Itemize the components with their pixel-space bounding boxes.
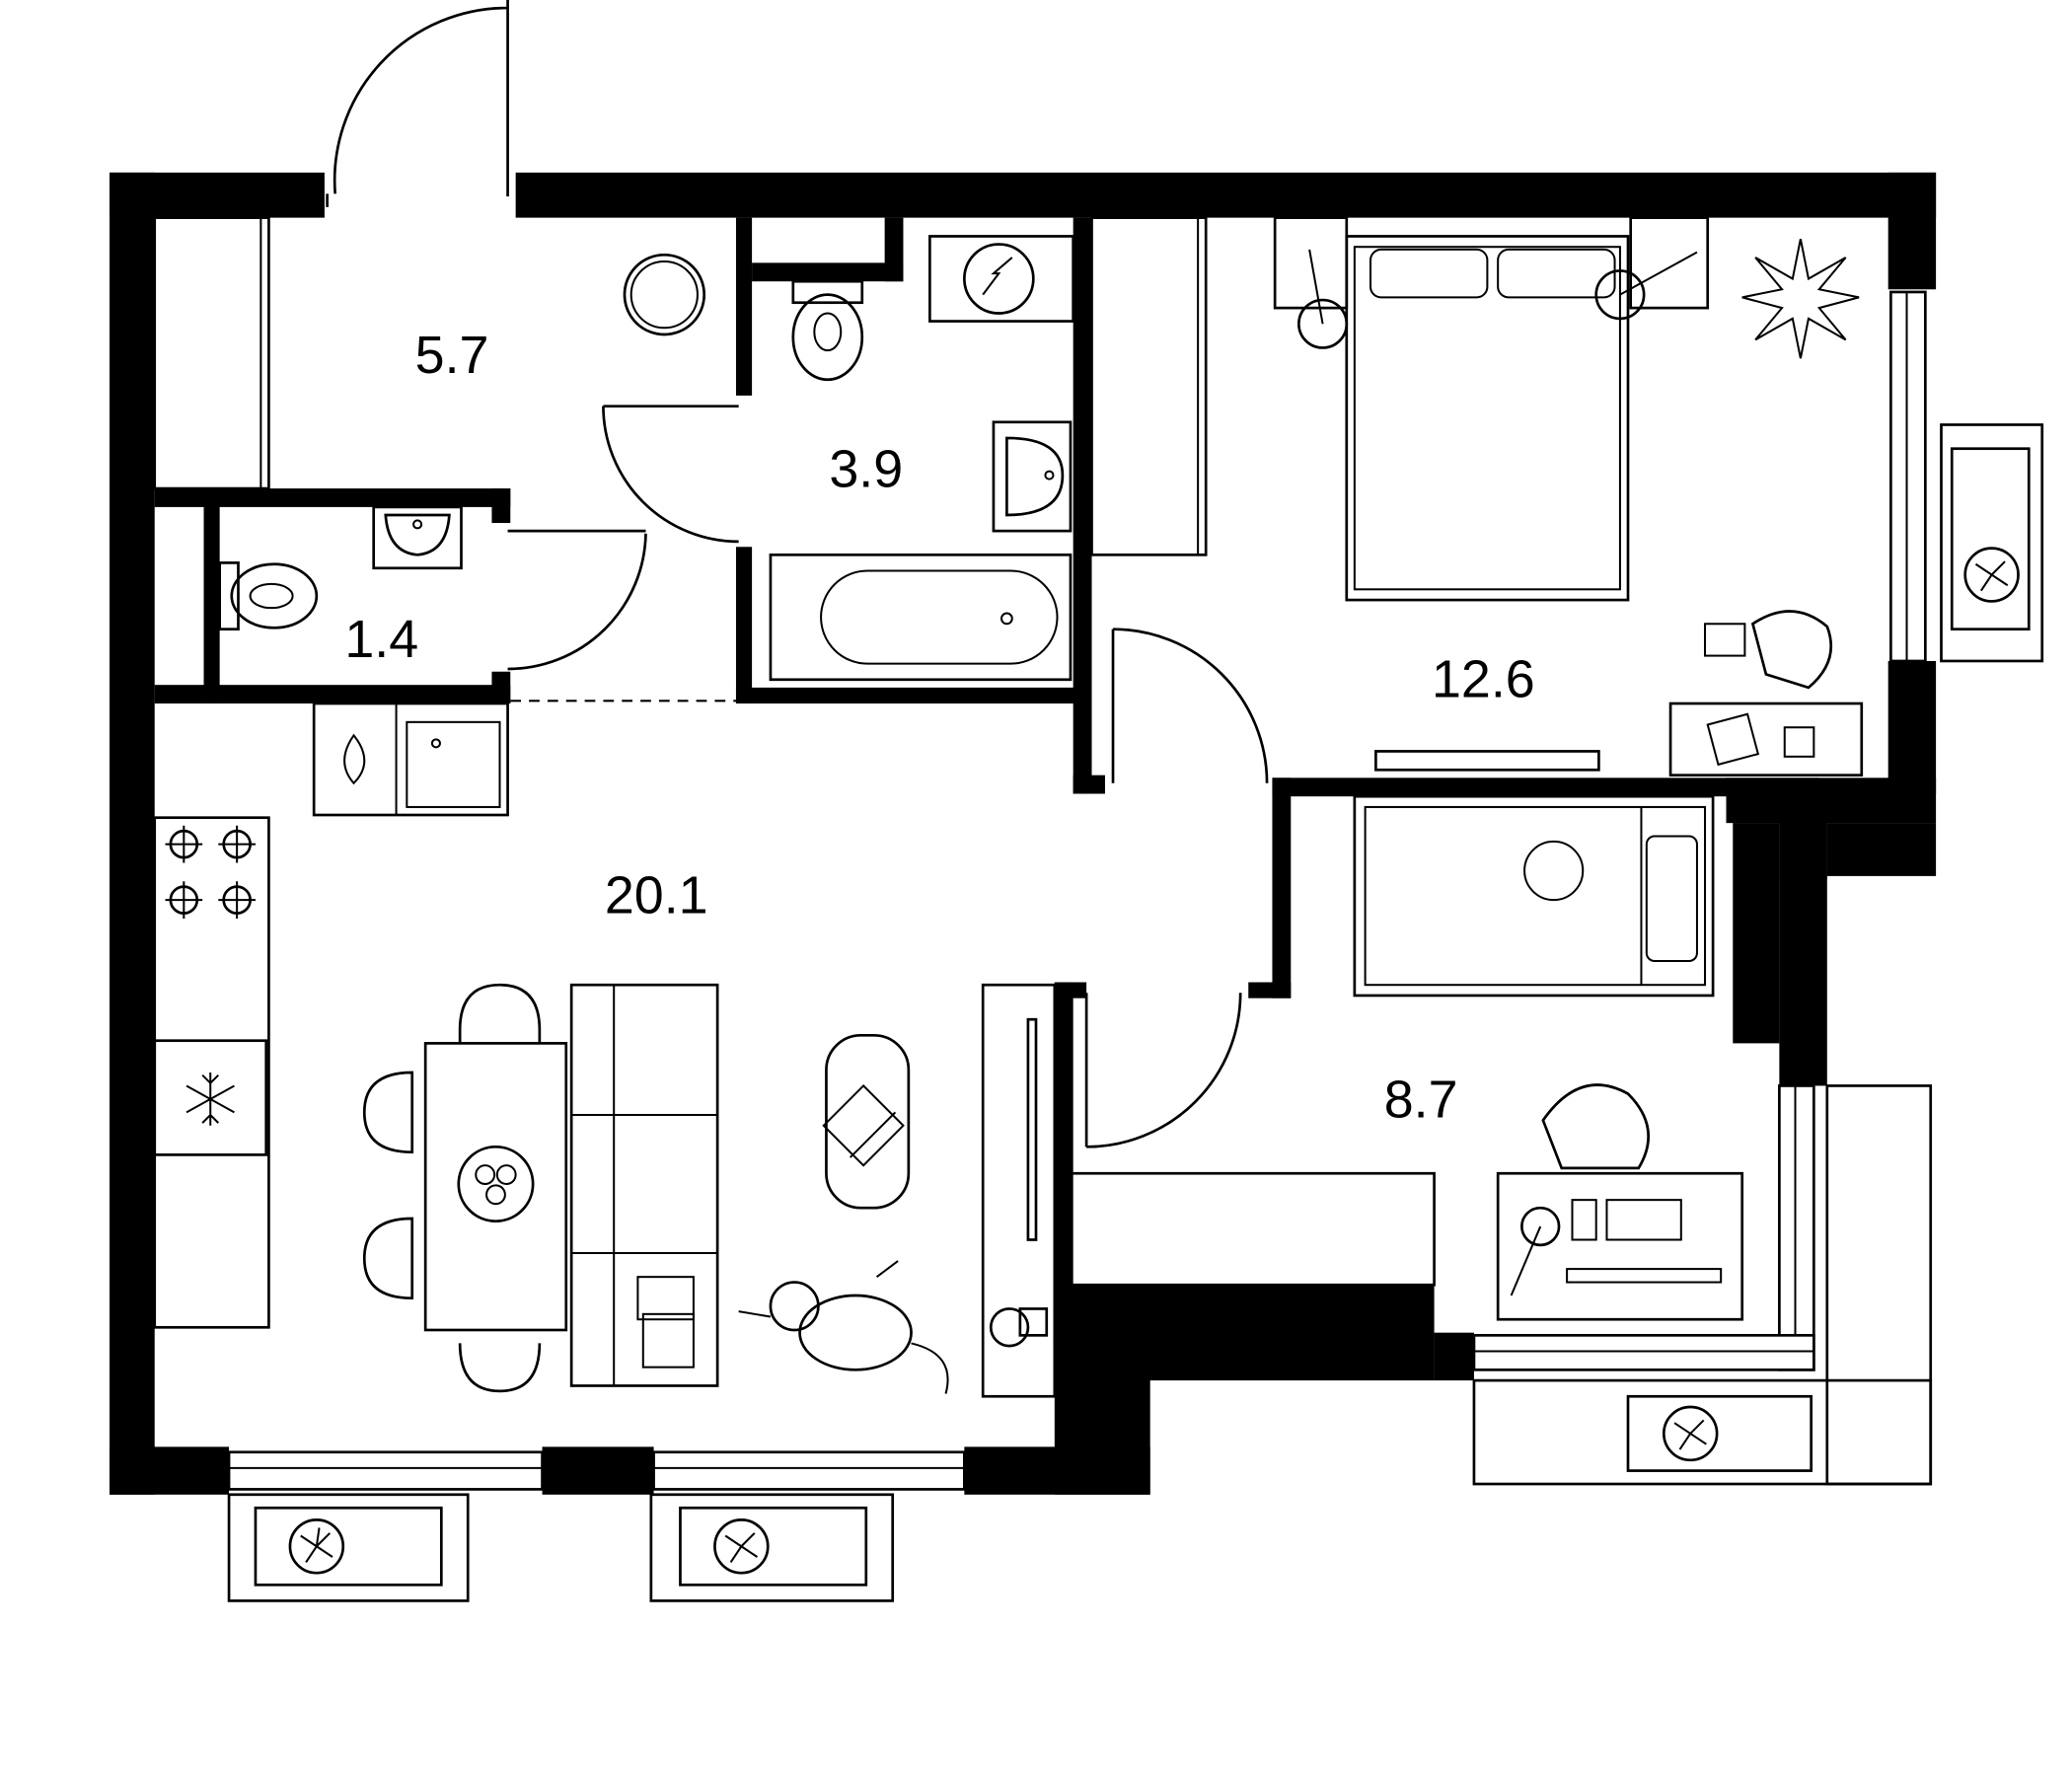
bathroom-fixtures [769,235,1075,682]
room-labels: 5.7 3.9 1.4 20.1 12.6 8.7 [344,326,1534,1130]
hall-furniture [153,216,706,490]
stove-icon [165,825,256,919]
cat-icon [738,1260,949,1394]
windows [227,290,1927,1491]
outdoor-units [227,423,2044,1602]
room-area-bedroom: 12.6 [1432,649,1535,708]
snowflake-icon [185,1072,235,1126]
bedroom-furniture [1090,216,1864,777]
plant-icon [1741,238,1860,359]
room-area-kitchen-living: 20.1 [605,866,708,925]
fan-icon [288,547,2020,1575]
wc-fixtures [218,505,463,631]
dining-set [362,983,568,1393]
room-area-bathroom: 3.9 [829,440,903,499]
kitchen-furniture [153,702,509,1329]
room-area-hall: 5.7 [415,326,489,385]
tv-cabinet [981,983,1057,1398]
coffee-table [822,1033,911,1210]
sofa [569,983,719,1387]
walls [109,172,1937,1495]
kids-furniture [1069,794,1744,1321]
room-area-kids-room: 8.7 [1384,1071,1458,1130]
doors [326,0,1269,1148]
room-area-wc: 1.4 [344,610,418,669]
